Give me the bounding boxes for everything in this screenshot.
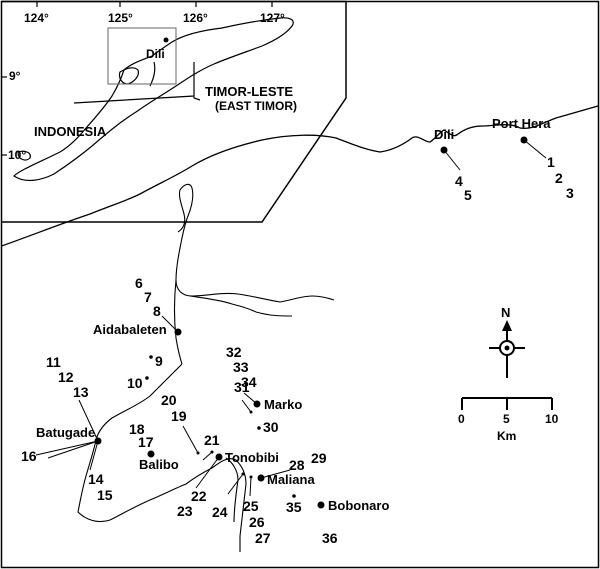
site-15: 15 [97,487,113,503]
river-east [189,295,293,317]
label-bobonaro: Bobonaro [328,498,389,513]
site-6: 6 [135,275,143,291]
site-5: 5 [464,187,472,203]
label-marko: Marko [264,397,302,412]
site-13: 13 [73,384,89,400]
site-33: 33 [233,359,249,375]
site-10-dot [145,376,149,380]
border-west [77,363,247,552]
site-22: 22 [191,488,207,504]
site-9: 9 [155,353,163,369]
timor-leste-leader [73,62,201,104]
site-36: 36 [322,530,338,546]
bobonaro-dot [317,501,325,509]
site-26: 26 [249,514,265,530]
site-12: 12 [58,369,74,385]
label-maliana: Maliana [267,472,315,487]
latitude-9: 9° [9,69,21,83]
scale-tick-10: 10 [545,412,559,426]
site-19: 19 [171,408,187,424]
label-port-hera: Port Hera [492,116,551,131]
small-island [17,150,31,161]
longitude-124: 124° [24,11,49,25]
river [175,183,335,303]
border-east [225,457,239,523]
north-arrow: N [489,305,525,378]
label-tonobibi: Tonobibi [225,450,279,465]
balibo-dot [147,450,155,458]
site-20: 20 [161,392,177,408]
scale-bar: 0 5 10 Km [458,397,559,443]
site-18: 18 [129,421,145,437]
site-16: 16 [21,448,37,464]
site-35: 35 [286,499,302,515]
site-7: 7 [144,289,152,305]
north-arrowhead [502,320,512,331]
inset-border-line [149,61,156,87]
label-aidabaleten: Aidabaleten [93,322,167,337]
river-south [173,279,183,365]
site-14: 14 [88,471,104,487]
site-1: 1 [547,154,555,170]
coastline [1,105,599,247]
site-10: 10 [127,375,143,391]
site-31: 31 [234,379,250,395]
site-11: 11 [46,354,61,370]
label-dili: Dili [434,127,454,142]
dili-inset-label: Dili [146,47,165,61]
site-17: 17 [138,434,154,450]
longitude-126: 126° [183,11,208,25]
site-35-dot [292,494,296,498]
site-34: 34 [241,374,257,390]
site-21: 21 [204,432,220,448]
site-28: 28 [289,457,305,473]
site-2: 2 [555,170,563,186]
site-8: 8 [153,303,161,319]
scale-tick-0: 0 [458,412,465,426]
site-27: 27 [255,530,271,546]
north-label: N [501,305,510,320]
east-timor-label: (EAST TIMOR) [215,99,297,113]
timor-leste-label: TIMOR-LESTE [205,84,293,99]
site-30: 30 [263,419,279,435]
study-area-rectangle [107,27,177,85]
longitude-125: 125° [108,11,133,25]
site-4: 4 [455,173,463,189]
site-9-dot [149,355,153,359]
leader-lines [35,139,547,497]
longitude-127: 127° [260,11,285,25]
inset-map: 124° 125° 126° 127° 9° 10° Dili TIMOR-LE… [1,0,347,223]
site-23: 23 [177,503,193,519]
site-3: 3 [566,185,574,201]
scale-unit: Km [497,429,516,443]
indonesia-label: INDONESIA [34,124,107,139]
site-24: 24 [212,504,228,520]
site-25: 25 [243,498,259,514]
scale-tick-5: 5 [503,412,510,426]
timor-island-outline [13,17,294,182]
site-30-dot [257,426,261,430]
site-29: 29 [311,450,327,466]
label-balibo: Balibo [139,457,179,472]
dili-inset-dot [163,37,169,43]
oecusse-enclave [118,67,139,85]
site-32: 32 [226,344,242,360]
label-batugade: Batugade [36,425,95,440]
